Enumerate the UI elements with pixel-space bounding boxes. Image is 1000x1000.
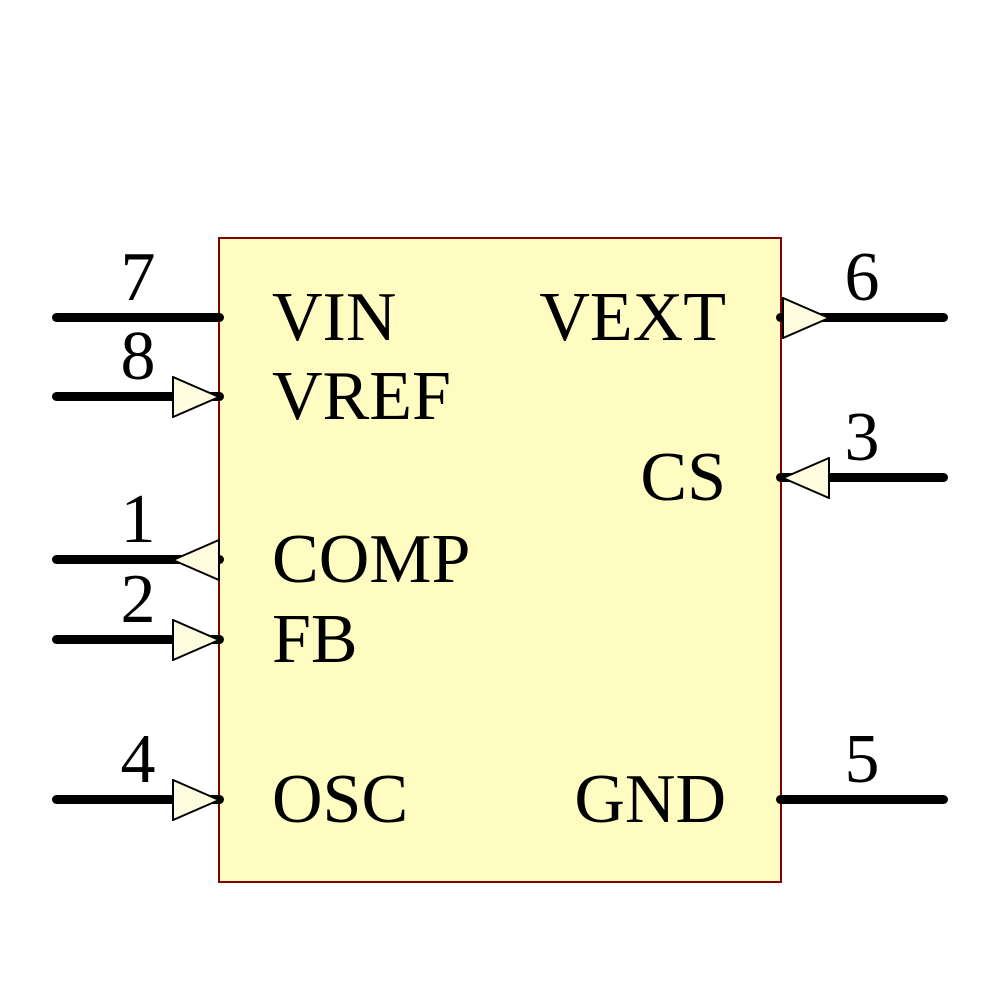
pin-wire: [52, 795, 224, 804]
pin-label: OSC: [272, 761, 409, 838]
component-body: [218, 237, 782, 883]
pin-label: COMP: [272, 521, 471, 598]
pin-label: VREF: [272, 358, 451, 435]
pin-label: CS: [640, 439, 726, 516]
pin-label: FB: [272, 601, 358, 678]
pin-wire: [52, 555, 224, 564]
pin-number: 1: [120, 481, 156, 558]
pin-label: GND: [574, 761, 726, 838]
arrow-in-icon: [782, 457, 830, 499]
pin-wire: [776, 313, 948, 322]
arrow-in-icon: [172, 779, 220, 821]
pin-number: 4: [120, 721, 156, 798]
pin-label: VEXT: [539, 279, 726, 356]
arrow-out-icon: [172, 539, 220, 581]
pin-number: 2: [120, 561, 156, 638]
pin-number: 8: [120, 318, 156, 395]
arrow-in-icon: [172, 376, 220, 418]
arrow-out-icon: [782, 297, 830, 339]
pin-number: 7: [120, 239, 156, 316]
arrow-in-icon: [172, 619, 220, 661]
pin-number: 3: [844, 399, 880, 476]
pin-wire: [52, 313, 224, 322]
pin-number: 5: [844, 721, 880, 798]
pin-wire: [52, 392, 224, 401]
pin-number: 6: [844, 239, 880, 316]
pin-wire: [776, 795, 948, 804]
pin-label: VIN: [272, 279, 397, 356]
pin-wire: [52, 635, 224, 644]
pin-wire: [776, 473, 948, 482]
